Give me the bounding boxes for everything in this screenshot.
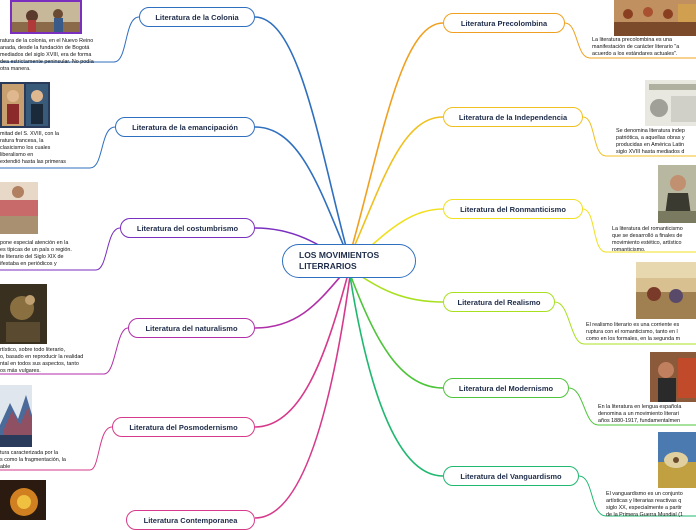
image-naturalismo [0, 284, 47, 344]
topic-literatura-independencia[interactable]: Literatura de la Independencia [443, 107, 583, 127]
branch-right-5 [349, 273, 444, 389]
topic-literatura-contemporanea[interactable]: Literatura Contemporanea [126, 510, 255, 530]
topic-literatura-modernismo[interactable]: Literatura del Modernismo [443, 378, 569, 398]
topic-literatura-posmodernismo[interactable]: Literatura del Posmodernismo [112, 417, 255, 437]
branch-left-1 [254, 16, 349, 255]
branch-right-2 [349, 116, 444, 257]
topic-literatura-naturalismo[interactable]: Literatura del naturalismo [128, 318, 255, 338]
branch-left-2 [254, 126, 349, 257]
image-precolombina [614, 0, 696, 36]
stub-right-3 [582, 208, 696, 253]
topic-literatura-precolombina[interactable]: Literatura Precolombina [443, 13, 565, 33]
central-topic-line2: LITERRARIOS [299, 261, 357, 271]
image-emancipacion [0, 82, 50, 128]
topic-literatura-colonia[interactable]: Literatura de la Colonia [139, 7, 255, 27]
image-realismo [636, 262, 696, 319]
image-colonia [10, 0, 82, 34]
image-contemporanea [0, 480, 46, 520]
image-costumbrismo [0, 182, 38, 234]
branch-left-5 [254, 273, 349, 428]
stub-left-1 [0, 16, 140, 63]
image-posmodernismo [0, 385, 32, 447]
stub-right-1 [564, 22, 696, 59]
stub-right-5 [568, 387, 696, 426]
branch-left-4 [254, 269, 347, 329]
stub-left-4 [0, 327, 129, 375]
central-topic-line1: LOS MOVIMIENTOS [299, 250, 380, 260]
stub-right-4 [554, 301, 696, 345]
stub-left-3 [0, 227, 121, 271]
branch-right-1 [349, 22, 444, 255]
image-vanguardismo [658, 432, 696, 488]
stub-right-2 [582, 116, 696, 157]
topic-literatura-realismo[interactable]: Literatura del Realismo [443, 292, 555, 312]
topic-literatura-romanticismo[interactable]: Literatura del Ronmanticismo [443, 199, 583, 219]
image-romanticismo [658, 165, 696, 223]
desc-realismo: El realismo literario es una corriente e… [586, 322, 681, 342]
branch-left-6 [254, 275, 351, 519]
stub-left-5 [0, 426, 113, 471]
desc-naturalismo: rtístico, sobre todo literario,o, basado… [0, 347, 84, 374]
branch-right-6 [349, 275, 444, 477]
stub-left-2 [0, 126, 116, 169]
central-topic[interactable]: LOS MOVIMIENTOS LITERRARIOS [282, 244, 416, 278]
topic-literatura-costumbrismo[interactable]: Literatura del costumbrismo [120, 218, 255, 238]
topic-literatura-vanguardismo[interactable]: Literatura del Vanguardismo [443, 466, 579, 486]
image-independencia [645, 80, 696, 126]
topic-literatura-emancipacion[interactable]: Literatura de la emancipación [115, 117, 255, 137]
stub-right-6 [578, 475, 696, 517]
image-modernismo [650, 352, 696, 402]
